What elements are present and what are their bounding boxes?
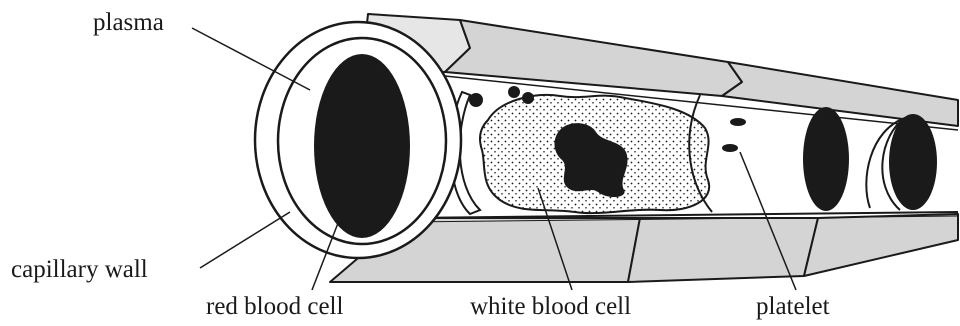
label-capillary-wall: capillary wall xyxy=(11,256,148,283)
red-blood-cell-front xyxy=(314,54,410,238)
white-blood-cell xyxy=(480,95,709,213)
platelet xyxy=(730,118,746,126)
red-blood-cell-far xyxy=(889,114,937,210)
capillary-wall-leader xyxy=(200,212,290,268)
label-red-blood-cell: red blood cell xyxy=(206,293,344,320)
upper-wall-segment xyxy=(445,20,742,96)
upper-wall-segment xyxy=(722,62,958,126)
label-platelet: platelet xyxy=(756,293,830,320)
label-plasma: plasma xyxy=(93,9,164,36)
platelet xyxy=(722,144,738,152)
platelet xyxy=(522,92,534,104)
red-blood-cell-back xyxy=(803,107,849,211)
label-white-blood-cell: white blood cell xyxy=(470,293,631,320)
lower-wall-segment xyxy=(804,214,958,276)
platelet xyxy=(469,93,483,107)
platelet xyxy=(508,86,520,98)
